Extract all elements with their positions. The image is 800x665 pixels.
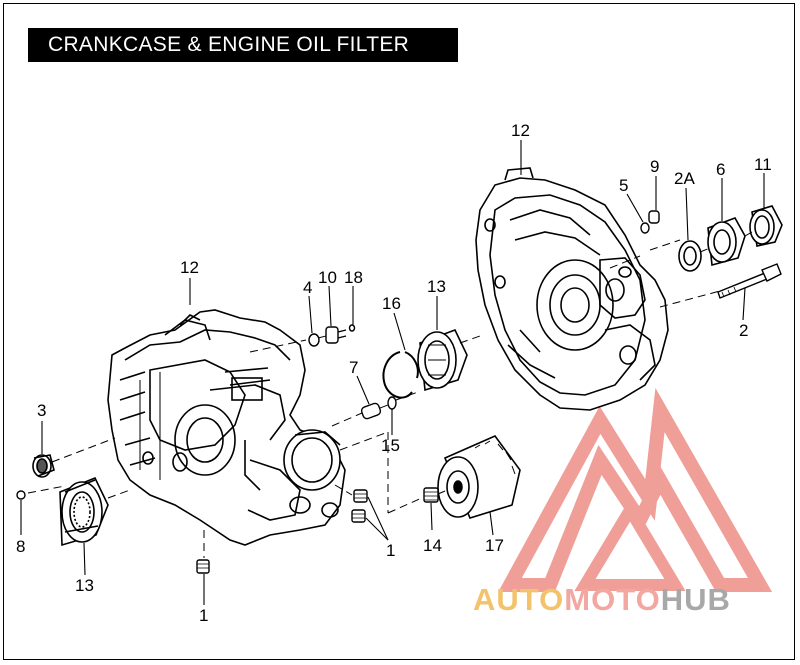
right-crankcase-half — [475, 167, 669, 411]
diagram-border — [3, 3, 795, 660]
callout-10: 10 — [318, 268, 337, 287]
part-8-dowel — [16, 490, 26, 500]
part-14-filter-nipple — [423, 487, 439, 503]
part-1-fittings — [196, 489, 368, 574]
diagram-title: CRANKCASE & ENGINE OIL FILTER — [28, 28, 458, 62]
callout-9: 9 — [650, 157, 659, 176]
callout-3: 3 — [37, 401, 46, 420]
callout-8: 8 — [16, 537, 25, 556]
part-13-bearing-left — [59, 476, 109, 547]
part-2-bolt — [717, 263, 782, 299]
callout-1-right: 1 — [386, 541, 395, 560]
watermark-logo — [498, 387, 773, 592]
center-lines — [27, 231, 753, 558]
callout-12-left: 12 — [180, 258, 199, 277]
callout-6: 6 — [716, 160, 725, 179]
callout-13-left: 13 — [75, 576, 94, 595]
part-3-needle-bearing — [32, 454, 55, 478]
callout-labels: 12 4 10 18 16 13 12 9 5 2A 6 11 2 3 7 15… — [16, 121, 772, 625]
callout-11: 11 — [754, 155, 772, 174]
callout-7: 7 — [349, 358, 358, 377]
callout-12-right: 12 — [511, 121, 530, 140]
callout-2A: 2A — [674, 169, 695, 188]
part-6-bearing — [707, 217, 746, 267]
watermark-moto: MOTO — [564, 582, 661, 617]
callout-14: 14 — [423, 536, 442, 555]
part-7-dowel — [360, 402, 382, 420]
callout-1-bottom: 1 — [199, 606, 208, 625]
part-2A-seal — [678, 240, 702, 272]
part-16-snap-ring — [382, 351, 419, 399]
part-11-sleeve — [749, 205, 783, 247]
watermark-auto: AUTO — [473, 582, 565, 617]
callout-5: 5 — [619, 176, 628, 195]
callout-16: 16 — [382, 294, 401, 313]
callout-4: 4 — [303, 278, 312, 297]
part-13-bearing-mid — [417, 328, 468, 392]
callout-18: 18 — [344, 268, 363, 287]
callout-15: 15 — [381, 436, 400, 455]
leader-lines — [20, 140, 765, 605]
callout-2: 2 — [739, 321, 748, 340]
callout-13-mid: 13 — [427, 277, 446, 296]
watermark-text: AUTOMOTOHUB — [473, 582, 793, 622]
callout-17: 17 — [485, 536, 504, 555]
part-4-10-18-fitting — [308, 324, 356, 347]
watermark-hub: HUB — [660, 582, 731, 617]
part-5-9-plug — [640, 210, 660, 234]
part-15-o-ring — [387, 396, 397, 410]
left-crankcase-half — [107, 309, 346, 546]
part-17-oil-filter — [437, 435, 521, 519]
